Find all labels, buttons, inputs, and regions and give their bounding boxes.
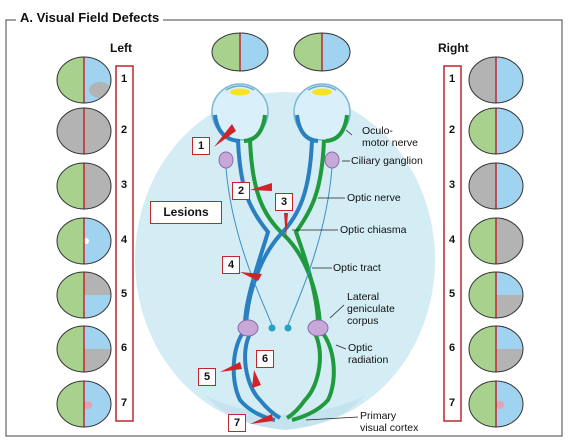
left-field-3 (56, 162, 112, 210)
right-visual-fields (468, 56, 524, 428)
right-retina-green (325, 114, 349, 143)
left-row-number-6: 6 (120, 342, 128, 354)
left-row-number-4: 4 (120, 234, 128, 246)
left-row-number-5: 5 (120, 288, 128, 300)
left-field-1 (56, 56, 112, 104)
label-lateral-geniculate: Lateral geniculate corpus (347, 291, 395, 327)
label-optic-radiation: Optic radiation (348, 342, 389, 366)
leader-lines (292, 129, 359, 421)
right-field-3 (468, 162, 524, 210)
top-field-left (211, 32, 269, 72)
brain-background (135, 92, 435, 428)
lesion-marker-5: 5 (198, 368, 216, 386)
right-number-column (443, 65, 462, 422)
lgb-right (307, 319, 329, 337)
ciliary-ganglia (218, 151, 340, 332)
left-number-column (115, 65, 134, 422)
left-side-label: Left (110, 41, 132, 55)
page-title: A. Visual Field Defects (16, 10, 164, 25)
label-primary-visual-cortex: Primary visual cortex (360, 410, 419, 434)
left-row-number-3: 3 (120, 179, 128, 191)
left-retina-green (243, 114, 267, 143)
right-row-number-5: 5 (448, 288, 456, 300)
lesion-marker-6: 6 (256, 350, 274, 368)
right-field-6 (468, 325, 524, 373)
right-field-7 (468, 380, 524, 428)
left-field-5 (56, 271, 112, 319)
right-row-number-4: 4 (448, 234, 456, 246)
left-visual-fields (56, 56, 112, 428)
left-field-4 (56, 217, 112, 265)
label-optic-chiasma: Optic chiasma (340, 224, 407, 236)
right-row-number-2: 2 (448, 124, 456, 136)
left-field-6 (56, 325, 112, 373)
right-row-number-3: 3 (448, 179, 456, 191)
right-row-number-7: 7 (448, 397, 456, 409)
left-row-number-1: 1 (120, 73, 128, 85)
top-field-right (293, 32, 351, 72)
lesion-marker-2: 2 (232, 182, 250, 200)
right-field-2 (468, 107, 524, 155)
lesions-label: Lesions (150, 201, 222, 224)
left-field-2 (56, 107, 112, 155)
outer-frame (5, 19, 563, 437)
lesion-marker-3: 3 (275, 193, 293, 211)
left-row-number-2: 2 (120, 124, 128, 136)
lgb-left (237, 319, 259, 337)
right-field-5 (468, 271, 524, 319)
right-field-1 (468, 56, 524, 104)
optic-pathway (231, 139, 336, 422)
right-row-number-6: 6 (448, 342, 456, 354)
right-retina-blue (295, 114, 319, 143)
right-side-label: Right (438, 41, 469, 55)
label-ciliary-ganglion: Ciliary ganglion (351, 155, 423, 167)
label-optic-tract: Optic tract (333, 262, 381, 274)
right-eyeball (293, 83, 351, 141)
right-field-4 (468, 217, 524, 265)
left-row-number-7: 7 (120, 397, 128, 409)
lesion-marker-4: 4 (222, 256, 240, 274)
left-field-7 (56, 380, 112, 428)
label-oculomotor-nerve: Oculo- motor nerve (362, 125, 419, 149)
lesion-marker-1: 1 (192, 137, 210, 155)
right-row-number-1: 1 (448, 73, 456, 85)
lesion-wedges (214, 124, 288, 424)
lesion-marker-7: 7 (228, 414, 246, 432)
label-optic-nerve: Optic nerve (347, 192, 401, 204)
